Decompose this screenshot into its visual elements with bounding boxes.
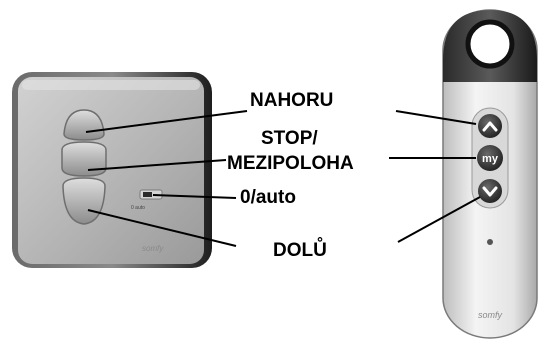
pointer-auto-slider: [152, 194, 237, 199]
label-stop: STOP/: [261, 128, 318, 149]
chevron-up-icon: [482, 121, 498, 132]
label-intermediate: MEZIPOLOHA: [227, 153, 354, 174]
remote-up-button[interactable]: [478, 114, 502, 138]
remote-control: my somfy: [442, 9, 538, 339]
label-up: NAHORU: [250, 90, 334, 111]
my-button-label: my: [482, 153, 499, 165]
chevron-down-icon: [482, 186, 498, 197]
pointer-up-remote: [395, 110, 477, 125]
label-auto: 0/auto: [240, 187, 296, 208]
remote-key-ring-hole: [465, 19, 515, 69]
wall-key-stop[interactable]: [61, 141, 107, 177]
wall-switch: 0 auto somfy: [12, 72, 212, 268]
remote-led-indicator: [487, 239, 493, 245]
pointer-stop-wall: [87, 159, 227, 171]
pointer-up-wall: [85, 110, 248, 133]
mode-slider[interactable]: [139, 189, 163, 200]
slider-marks: 0 auto: [131, 205, 145, 211]
pointer-down-wall: [87, 209, 237, 247]
wall-switch-logo: somfy: [142, 244, 164, 253]
remote-my-button[interactable]: my: [477, 145, 503, 171]
slider-knob[interactable]: [143, 192, 152, 197]
pointer-lines: [85, 110, 481, 247]
wall-switch-plate: [18, 77, 204, 264]
remote-logo: somfy: [478, 310, 503, 320]
remote-down-button[interactable]: [478, 179, 502, 203]
wall-key-up[interactable]: [63, 109, 105, 141]
label-down: DOLŮ: [273, 240, 327, 261]
plate-highlight: [22, 80, 200, 90]
pointer-down-remote: [397, 196, 481, 243]
